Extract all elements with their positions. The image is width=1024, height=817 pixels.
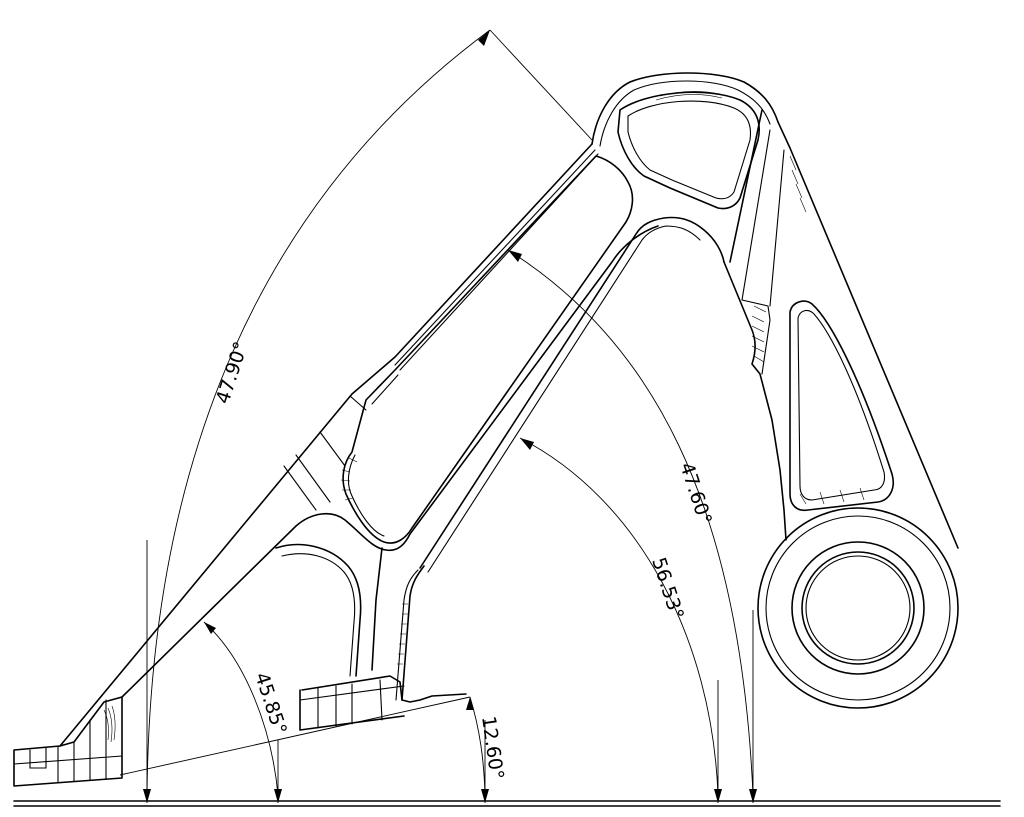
bracket-part — [13, 72, 959, 787]
middle-leg — [275, 543, 467, 731]
pivot-ring — [757, 507, 959, 709]
angle-label-47-60: 47.60° — [675, 460, 716, 528]
angle-label-56-53: 56.53° — [647, 555, 688, 623]
angle-dimension-47-90: 47.90° — [143, 29, 593, 803]
top-head — [591, 72, 959, 549]
angle-dimension-47-60: 47.60° — [507, 249, 757, 803]
angle-label-12-60: 12.60° — [477, 715, 508, 781]
angle-dimension-45-85: 45.85° — [203, 621, 291, 803]
dimensions: 47.90° 47.60° 56.53° 45.85° — [119, 29, 757, 803]
front-strut — [419, 216, 725, 573]
upper-arm — [59, 143, 659, 747]
left-foot-plate — [13, 696, 123, 787]
angle-dimension-12-60: 12.60° — [119, 696, 508, 803]
right-arm — [723, 109, 894, 541]
angle-label-47-90: 47.90° — [212, 339, 253, 407]
ground-baseline — [13, 800, 1001, 807]
